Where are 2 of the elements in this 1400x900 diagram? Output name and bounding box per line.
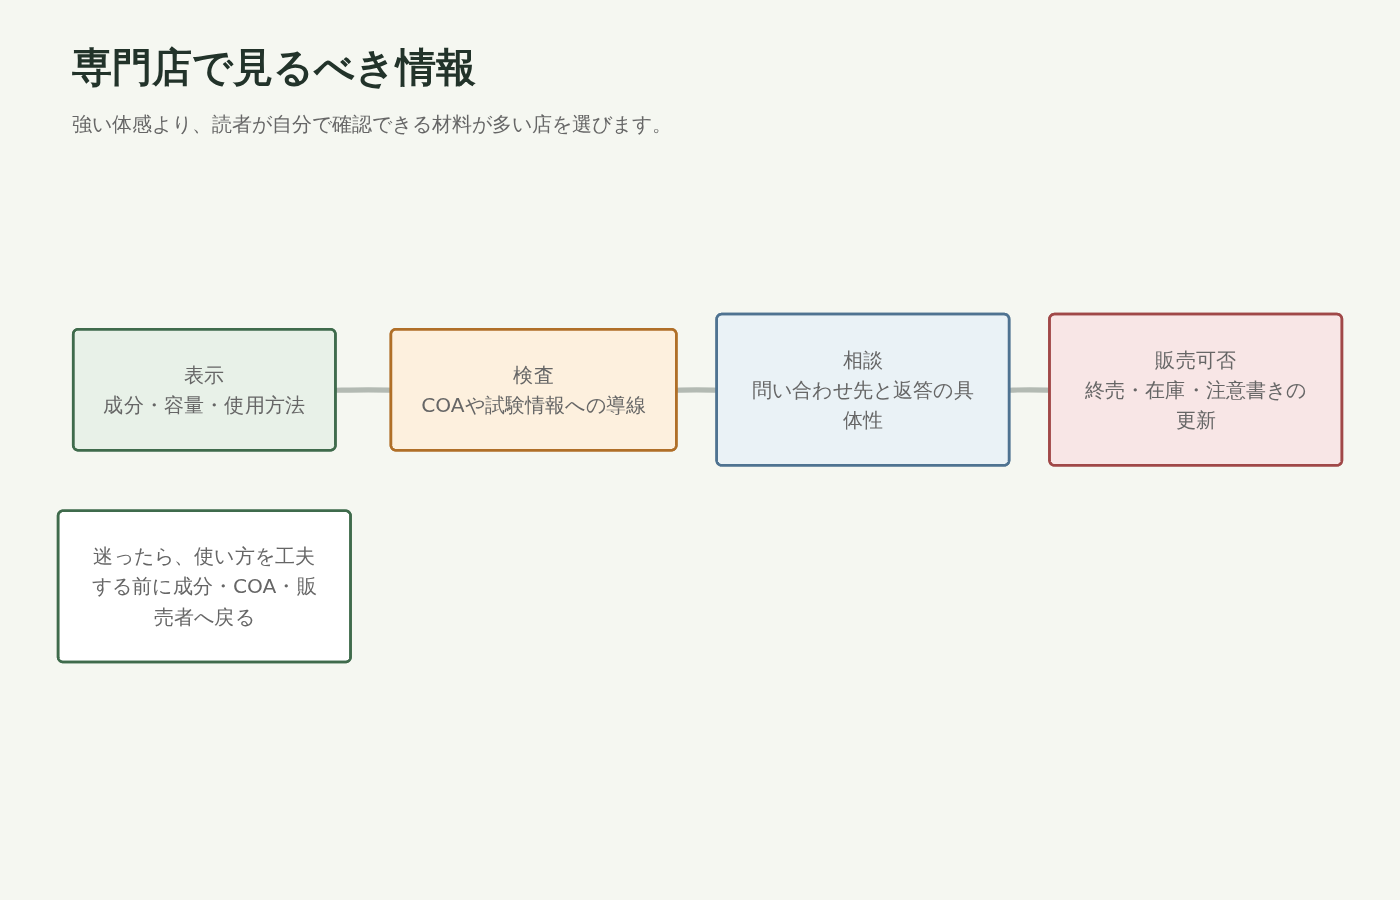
title: 専門店で見るべき情報: [72, 43, 477, 92]
subtitle: 強い体感より、読者が自分で確認できる材料が多い店を選びます。: [72, 111, 673, 138]
